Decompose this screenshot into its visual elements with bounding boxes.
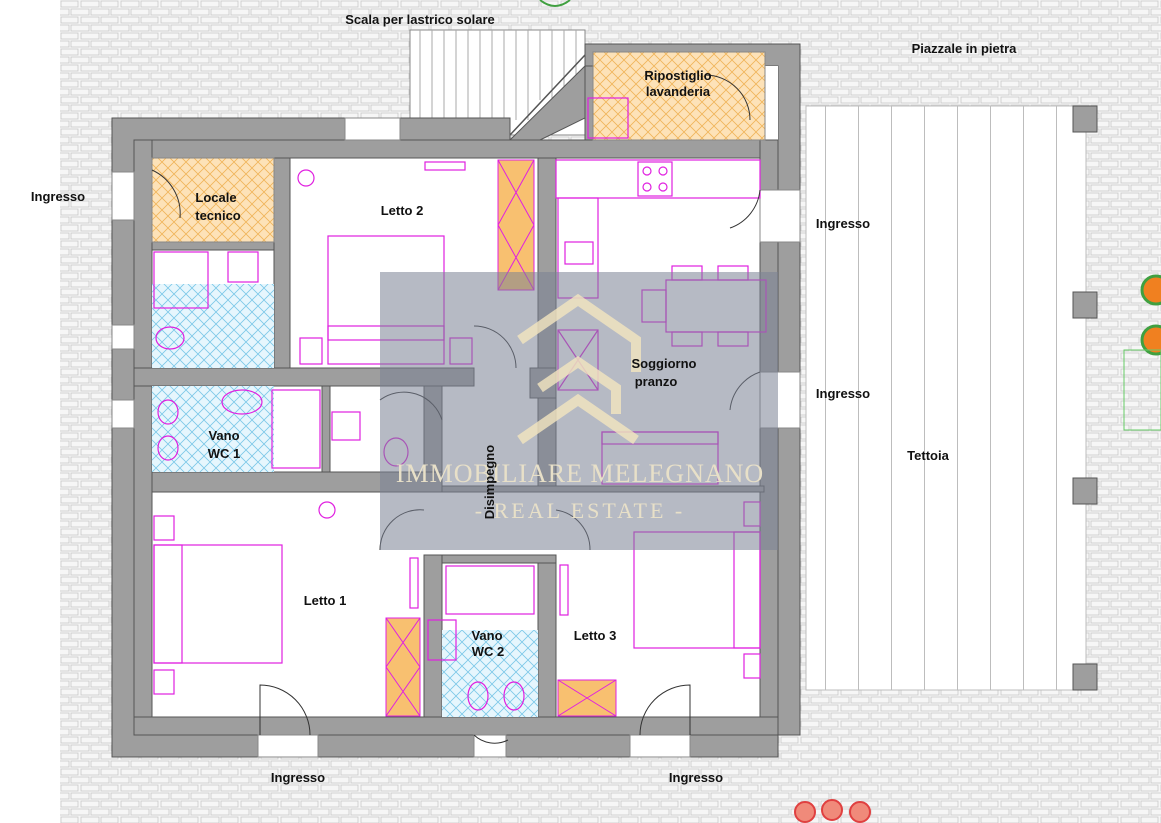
hedge [539,0,571,7]
label-letto1: Letto 1 [304,593,347,608]
locale-tecnico-floor [151,157,275,243]
label-locale-1: Locale [195,190,236,205]
wc1-floor [152,386,274,472]
wc2-floor [442,630,538,717]
label-ingresso-bottom-2: Ingresso [669,770,723,785]
label-ingresso-left: Ingresso [31,189,85,204]
plant-icon [849,801,871,823]
ripostiglio-floor [592,51,766,141]
watermark-line2: - REAL ESTATE - [475,498,685,523]
watermark-logo-icon [517,293,641,445]
left-margin [0,0,60,823]
label-soggiorno-1: Soggiorno [632,356,697,371]
label-ingresso-right-1: Ingresso [816,216,870,231]
label-letto3: Letto 3 [574,628,617,643]
label-vano1-1: Vano [208,428,239,443]
plant-icon [794,801,816,823]
label-ripostiglio-1: Ripostiglio [644,68,711,83]
label-disimpegno: Disimpegno [482,445,497,519]
label-vano2-2: WC 2 [472,644,505,659]
wc1-shower-floor [152,284,274,368]
outer-wall [399,117,511,141]
pillar [1072,663,1098,691]
plant-icon [821,799,843,821]
pillar [1072,105,1098,133]
label-scala: Scala per lastrico solare [345,12,495,27]
watermark-box [380,272,778,550]
tettoia-area [805,105,1087,691]
label-locale-2: tecnico [195,208,241,223]
label-tettoia: Tettoia [907,448,949,463]
label-soggiorno-2: pranzo [635,374,678,389]
label-vano2-1: Vano [471,628,502,643]
plant-icon [1140,324,1161,356]
label-ripostiglio-2: lavanderia [646,84,711,99]
label-ingresso-right-2: Ingresso [816,386,870,401]
label-ingresso-bottom-1: Ingresso [271,770,325,785]
pillar [1072,477,1098,505]
label-letto2: Letto 2 [381,203,424,218]
label-piazzale: Piazzale in pietra [912,41,1018,56]
label-vano1-2: WC 1 [208,446,241,461]
pillar [1072,291,1098,319]
plant-icon [1140,274,1161,306]
furniture [153,97,767,711]
watermark-line1: IMMOBILIARE MELEGNANO [396,459,764,488]
